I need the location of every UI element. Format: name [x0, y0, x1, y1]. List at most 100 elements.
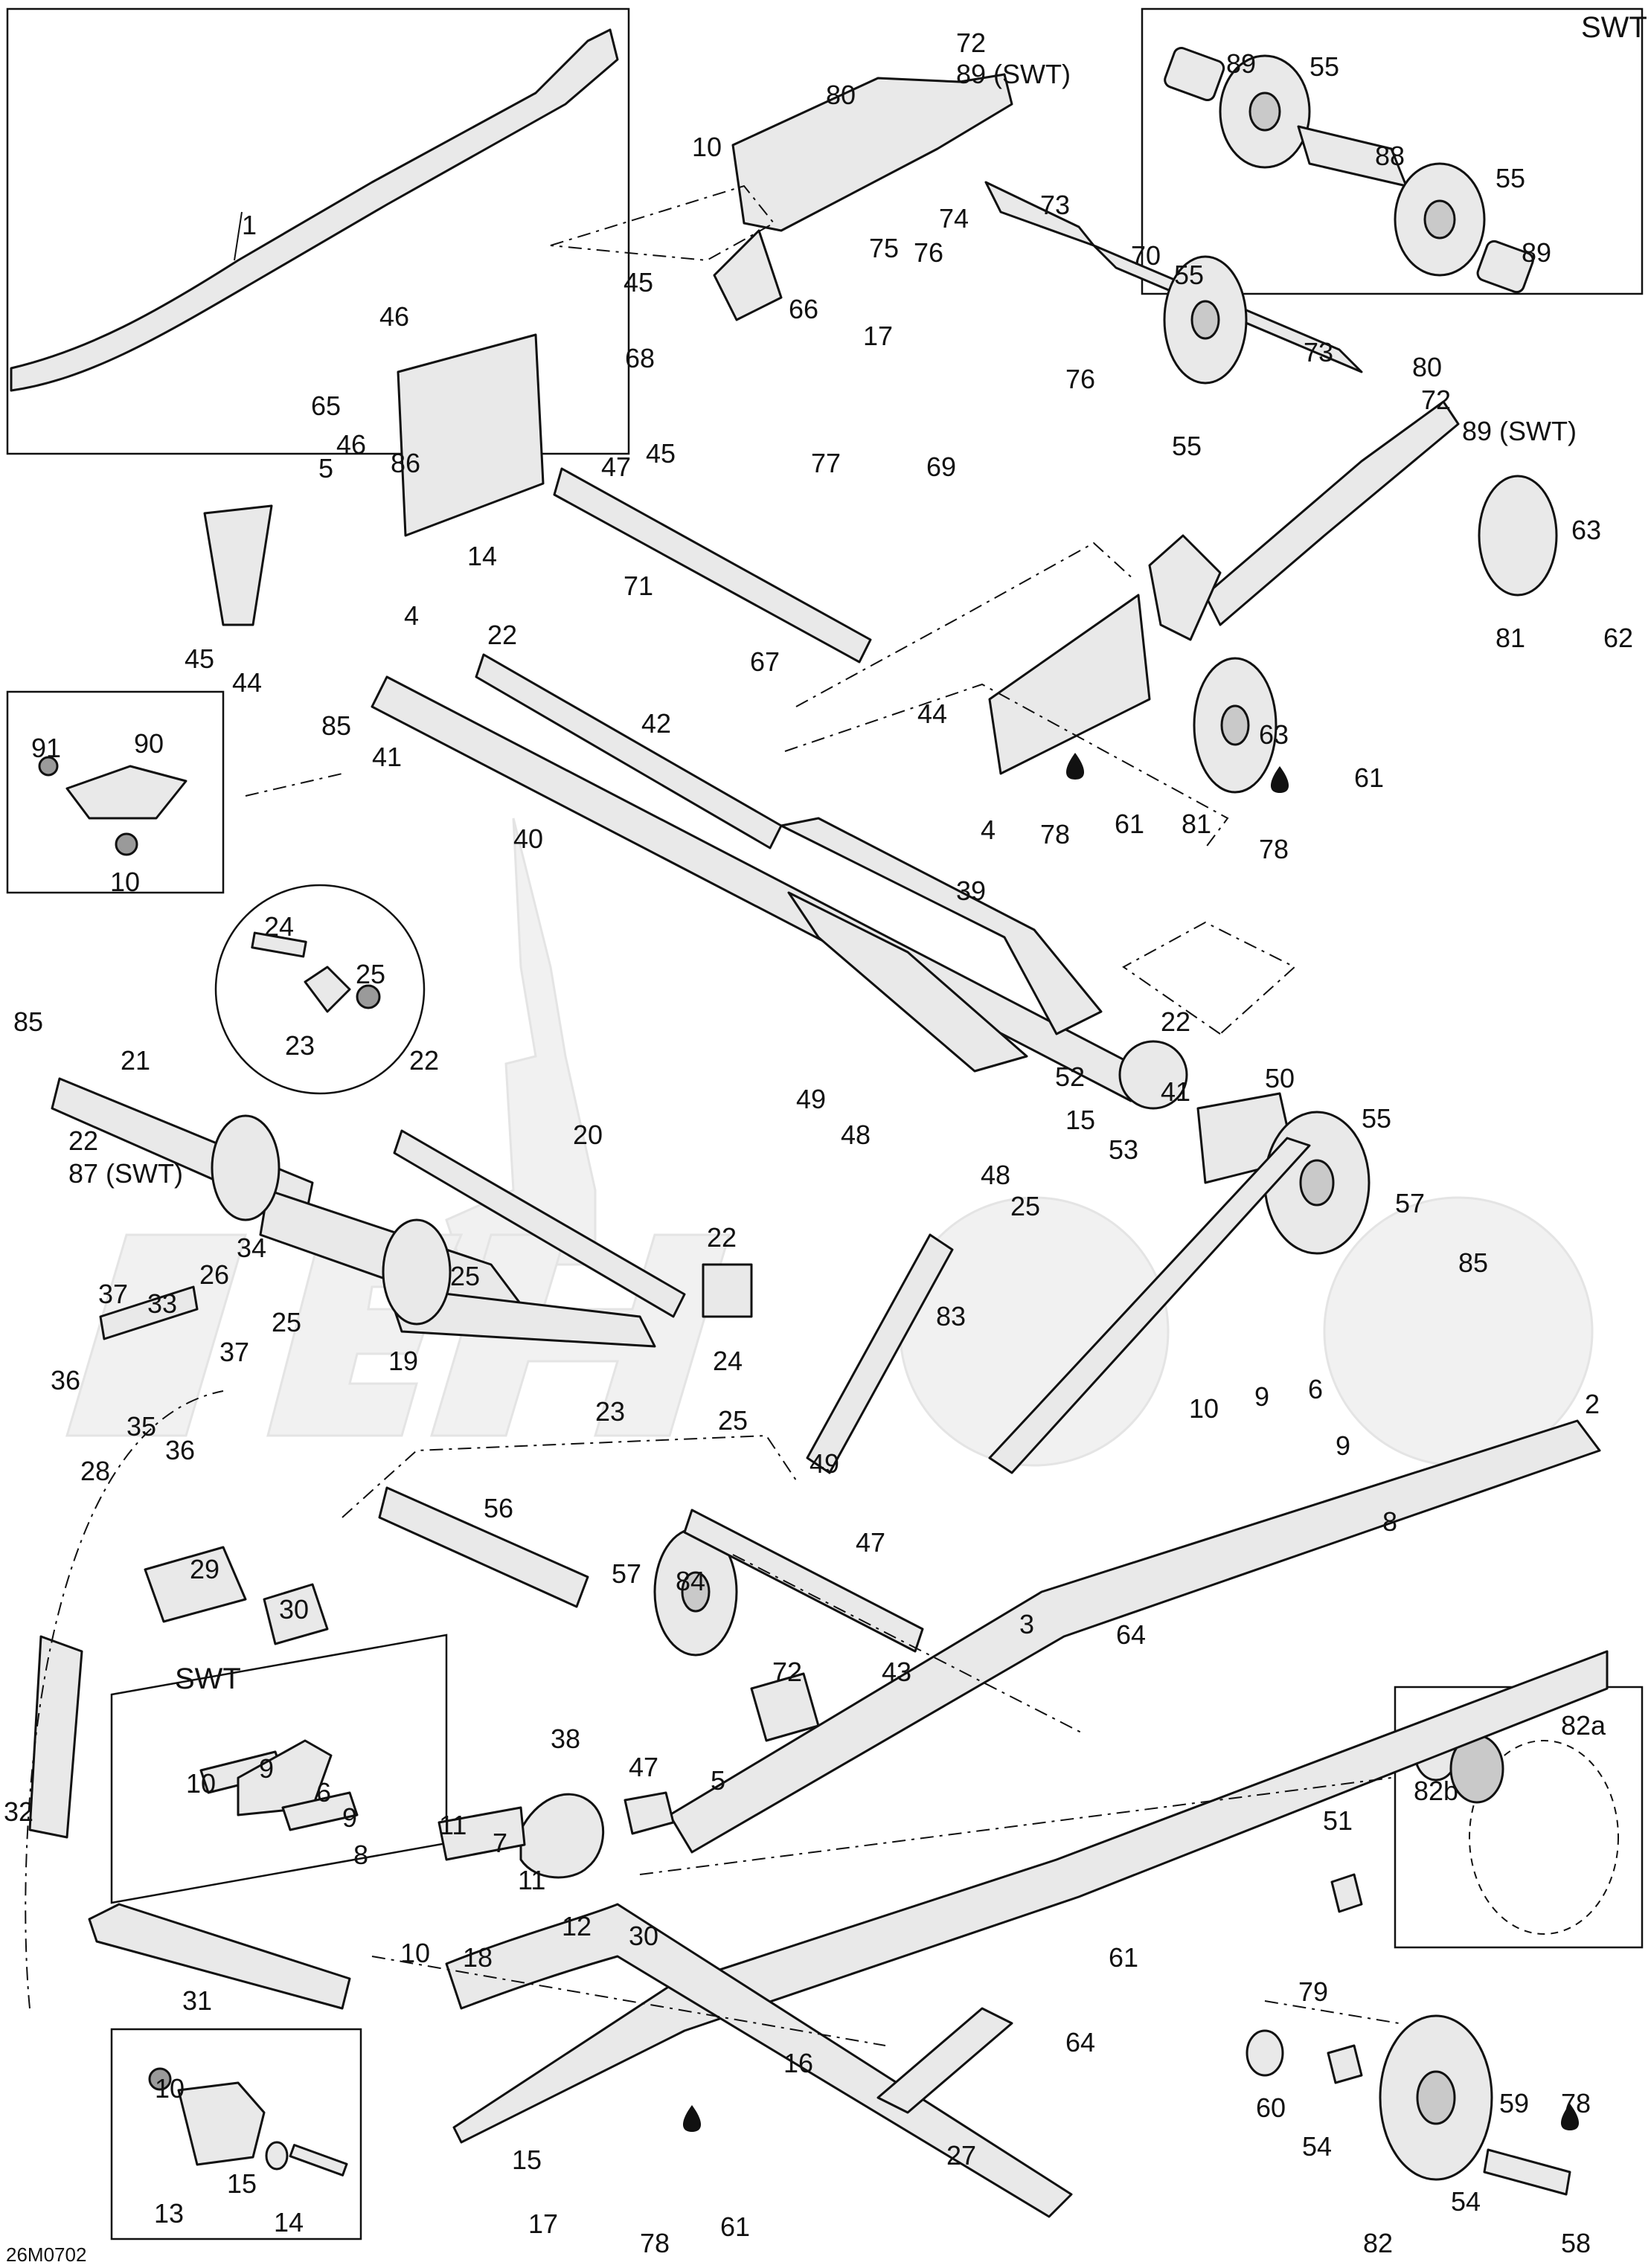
callout-c17a: 17 — [863, 321, 893, 351]
callout-c10b: 10 — [110, 867, 140, 897]
callout-c24a: 24 — [264, 911, 294, 942]
callout-c53: 53 — [1109, 1134, 1138, 1165]
callout-c55c: 55 — [1309, 51, 1339, 82]
callout-c80b: 80 — [1412, 352, 1442, 382]
callout-c83: 83 — [936, 1301, 966, 1331]
callout-c32: 32 — [4, 1796, 33, 1827]
callout-c78b: 78 — [1259, 834, 1289, 864]
callout-c49a: 49 — [796, 1084, 826, 1114]
callout-c46b: 46 — [336, 429, 366, 460]
callout-c33: 33 — [147, 1288, 177, 1319]
callout-c36a: 36 — [51, 1365, 80, 1395]
drawing-code: 26M0702 — [6, 2243, 86, 2266]
front-arm-assembly — [51, 1077, 753, 1348]
callout-c57a: 57 — [1395, 1188, 1425, 1218]
callout-c37b: 37 — [219, 1337, 249, 1367]
callout-c9b: 9 — [1336, 1430, 1350, 1461]
callout-c43: 43 — [882, 1657, 911, 1687]
callout-c64a: 64 — [1116, 1619, 1146, 1650]
callout-c47b: 47 — [856, 1527, 885, 1558]
callout-c38: 38 — [551, 1724, 580, 1754]
callout-c5b: 5 — [711, 1765, 725, 1796]
callout-c84: 84 — [676, 1566, 705, 1596]
callout-c63a: 63 — [1571, 515, 1601, 545]
callout-c10f: 10 — [155, 2073, 185, 2104]
callout-c9d: 9 — [342, 1802, 357, 1833]
callout-c22a: 22 — [487, 620, 517, 650]
callout-c11a: 11 — [439, 1810, 467, 1840]
callout-c70: 70 — [1131, 240, 1161, 271]
callout-c89d: 89 — [1522, 237, 1551, 268]
callout-c48b: 48 — [981, 1160, 1010, 1190]
callout-c55b: 55 — [1362, 1103, 1391, 1134]
middle-assembly — [371, 653, 1371, 1474]
callout-c47c: 47 — [629, 1752, 658, 1782]
callout-c61d: 61 — [720, 2211, 750, 2242]
callout-c23a: 23 — [285, 1030, 315, 1061]
callout-c91: 91 — [31, 733, 61, 763]
callout-c10c: 10 — [1189, 1393, 1219, 1424]
callout-c69: 69 — [926, 452, 956, 482]
callout-c72a: 72 — [956, 28, 986, 58]
callout-c42: 42 — [641, 708, 671, 739]
callout-c36b: 36 — [165, 1435, 195, 1465]
callout-c68: 68 — [625, 343, 655, 373]
callout-c37a: 37 — [98, 1279, 128, 1309]
callout-c86: 86 — [391, 448, 420, 478]
callout-c61b: 61 — [1115, 809, 1144, 839]
callout-c30a: 30 — [279, 1594, 309, 1625]
bolt-inset-circle — [214, 884, 426, 1095]
callout-c66: 66 — [789, 294, 818, 324]
callout-c56: 56 — [484, 1493, 513, 1523]
callout-c9c: 9 — [259, 1753, 274, 1784]
callout-c17b: 17 — [528, 2208, 558, 2239]
callout-c79: 79 — [1298, 1976, 1328, 2007]
callout-c88: 88 — [1375, 141, 1405, 171]
lower-assembly — [28, 1419, 1609, 2218]
callout-c67: 67 — [750, 646, 780, 677]
callout-c25b: 25 — [1010, 1191, 1040, 1221]
callout-c26: 26 — [199, 1259, 229, 1290]
swt-title-bottom: SWT — [175, 1663, 241, 1695]
callout-c30b: 30 — [629, 1921, 658, 1951]
callout-c2: 2 — [1585, 1389, 1600, 1419]
callout-c55e: 55 — [1174, 260, 1204, 290]
callout-c61a: 61 — [1354, 762, 1384, 793]
callout-c62: 62 — [1603, 623, 1633, 653]
callout-c15c: 15 — [227, 2168, 257, 2199]
callout-c89c: 89 — [1226, 48, 1256, 79]
callout-c31: 31 — [182, 1985, 212, 2016]
callout-c57b: 57 — [612, 1558, 641, 1589]
callout-c81b: 81 — [1182, 809, 1211, 839]
callout-c55d: 55 — [1495, 163, 1525, 193]
callout-c82a: 82a — [1561, 1710, 1606, 1741]
callout-c87: 87 (SWT) — [68, 1158, 183, 1189]
callout-c25c: 25 — [450, 1261, 480, 1291]
callout-c44a: 44 — [232, 667, 262, 698]
callout-c76a: 76 — [914, 237, 943, 268]
callout-c59: 59 — [1499, 2088, 1529, 2118]
callout-c40: 40 — [513, 823, 543, 854]
callout-c25e: 25 — [718, 1405, 748, 1436]
callout-c20: 20 — [573, 1119, 603, 1150]
callout-c41b: 41 — [1161, 1076, 1190, 1107]
callout-c22d: 22 — [68, 1125, 98, 1156]
callout-c8a: 8 — [1382, 1506, 1397, 1537]
callout-c58: 58 — [1561, 2228, 1591, 2258]
callout-c50: 50 — [1265, 1063, 1295, 1093]
callout-c6a: 6 — [1308, 1374, 1323, 1404]
callout-c28: 28 — [80, 1456, 110, 1486]
callout-c5a: 5 — [318, 453, 333, 484]
callout-c10e: 10 — [400, 1938, 430, 1968]
callout-c3: 3 — [1019, 1609, 1034, 1639]
callout-c13: 13 — [154, 2198, 184, 2229]
callout-c22c: 22 — [1161, 1006, 1190, 1037]
callout-c11b: 11 — [518, 1865, 545, 1895]
callout-c21: 21 — [121, 1045, 150, 1076]
callout-c71: 71 — [623, 571, 653, 601]
callout-c78a: 78 — [1040, 819, 1070, 849]
callout-c52: 52 — [1055, 1061, 1085, 1092]
callout-c4a: 4 — [404, 600, 419, 631]
callout-c35: 35 — [126, 1411, 156, 1442]
callout-c89b: 89 (SWT) — [1462, 416, 1577, 446]
